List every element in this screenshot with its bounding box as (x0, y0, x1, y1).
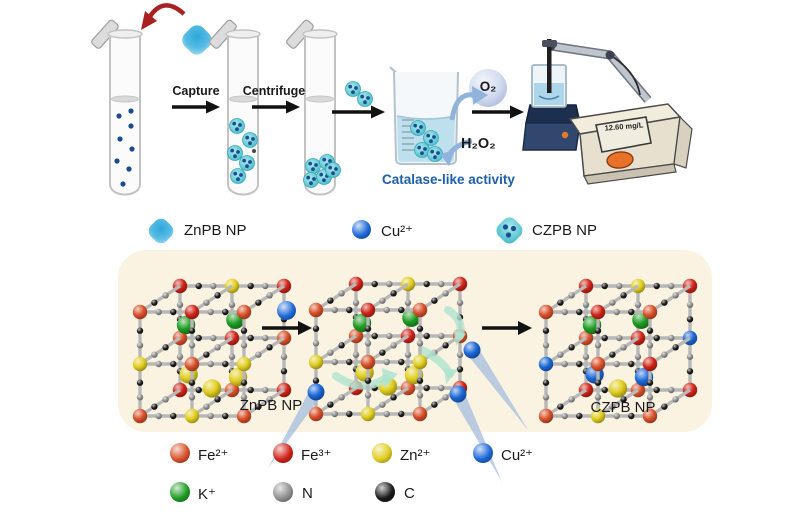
to-meter-arrow (472, 105, 524, 119)
probe (547, 39, 552, 93)
k-legend-icon (170, 482, 190, 502)
exchange-arrow-2 (482, 321, 532, 335)
fe3-legend-label: Fe³⁺ (301, 447, 332, 464)
meter-button (606, 151, 634, 169)
add-arrow-head (141, 11, 157, 30)
czpb-lattice (538, 278, 698, 424)
cu-ion-dots (114, 108, 135, 187)
test-tube-1 (91, 19, 143, 196)
meter-screen (595, 116, 652, 153)
znpb-np-icon (182, 25, 212, 55)
exchange-lattice (268, 276, 528, 482)
h2o2-label: H₂O₂ (461, 136, 496, 152)
zn-legend-label: Zn²⁺ (400, 447, 431, 464)
test-tube-2 (209, 19, 261, 196)
add-arrow (147, 3, 186, 20)
to-beaker-arrow (332, 105, 385, 119)
reaction-beaker (389, 66, 459, 165)
cycle-arrow-up (449, 92, 475, 121)
czpb-np-legend-label: CZPB NP (532, 222, 598, 239)
capture-arrow (172, 100, 220, 114)
n-legend-icon (273, 482, 293, 502)
cu-atom-legend-icon (473, 443, 493, 463)
fe2-legend-icon (170, 443, 190, 463)
n-legend-label: N (302, 485, 313, 502)
cu-legend-icon (352, 220, 371, 239)
o2-label: O₂ (479, 79, 497, 94)
catalysis-cycle (440, 69, 524, 166)
cu-ion-between (277, 301, 296, 320)
znpb-structure-label: ZnPB NP (239, 397, 303, 414)
catalase-activity-label: Catalase-like activity (382, 172, 515, 187)
centrifuge-label: Centrifuge (242, 84, 306, 98)
c-legend-icon (375, 482, 395, 502)
k-legend-label: K⁺ (198, 486, 216, 503)
capture-label: Capture (172, 84, 220, 98)
czpb-np-legend-icon (496, 217, 523, 244)
test-tube-3 (286, 19, 341, 196)
fe2-legend-label: Fe²⁺ (198, 447, 229, 464)
exchange-arrow-1 (262, 321, 312, 335)
znpb-np-legend-label: ZnPB NP (184, 222, 247, 239)
czpb-structure-label: CZPB NP (590, 399, 656, 416)
oxygen-meter-illustration (522, 39, 693, 185)
cu-atom-legend-label: Cu²⁺ (501, 447, 534, 464)
zn-legend-icon (372, 443, 392, 463)
test-tubes-illustration (91, 3, 385, 196)
c-legend-label: C (404, 485, 415, 502)
czpb-np-cluster-icon (345, 81, 361, 97)
cu-legend-label: Cu²⁺ (381, 223, 414, 240)
znpb-np-legend-icon (148, 218, 174, 244)
znpb-lattice (132, 278, 292, 424)
centrifuge-arrow (252, 100, 300, 114)
fe3-legend-icon (273, 443, 293, 463)
